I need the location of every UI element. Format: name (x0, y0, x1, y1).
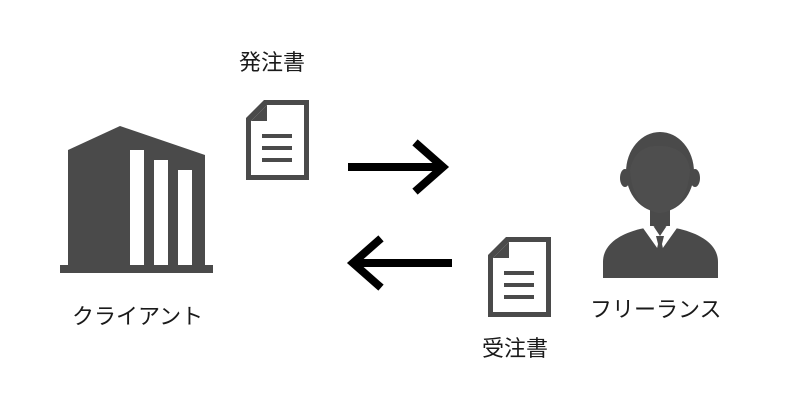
acknowledgment-document-icon (488, 237, 551, 317)
arrow-right-icon (348, 139, 450, 195)
client-label: クライアント (72, 305, 204, 330)
freelancer-label: フリーランス (590, 298, 722, 323)
person-icon (603, 132, 718, 278)
arrow-left-icon (346, 235, 452, 291)
acknowledgment-document-label: 受注書 (482, 337, 549, 362)
order-document-label: 発注書 (239, 51, 306, 76)
building-icon (60, 126, 213, 273)
order-document-icon (246, 100, 309, 180)
